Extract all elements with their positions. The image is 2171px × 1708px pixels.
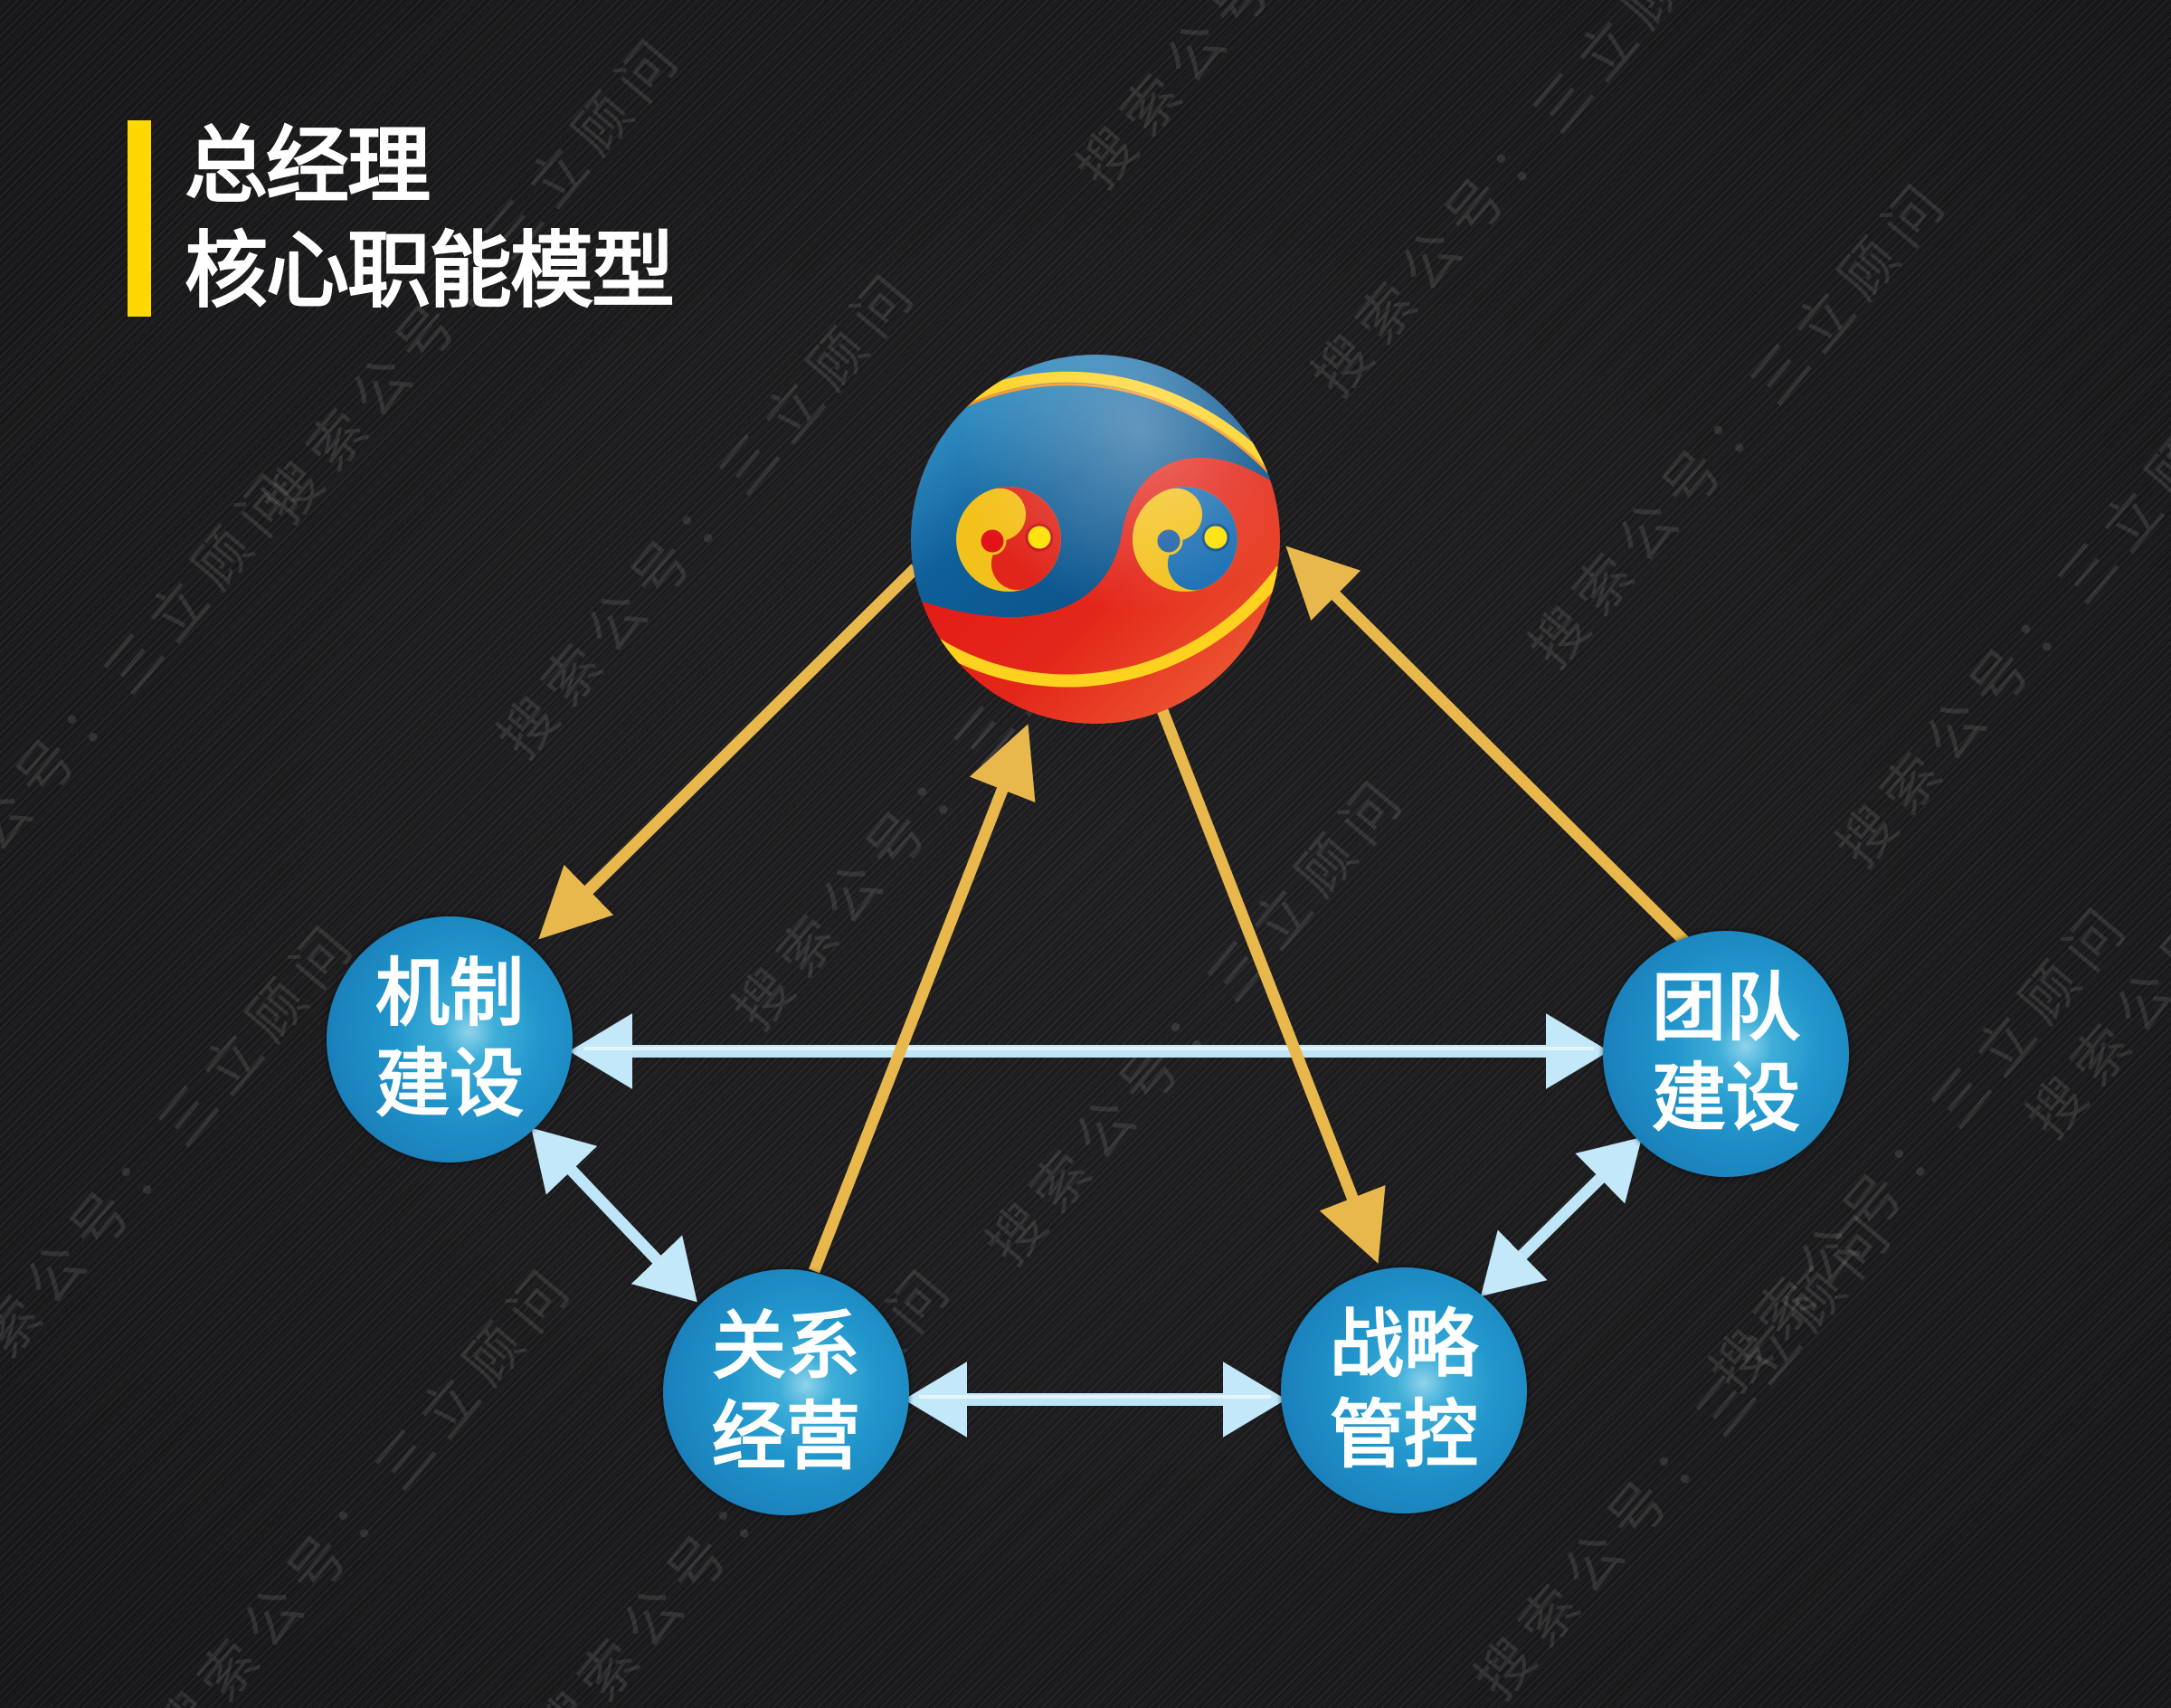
node-label-line-1: 关系 — [711, 1304, 860, 1390]
arrow-relationship-to-center — [808, 724, 1036, 1274]
title-accent-bar — [128, 120, 151, 317]
gold-arrows — [538, 546, 1689, 1274]
node-label-line-2: 建设 — [374, 1041, 524, 1127]
node-label-line-1: 机制 — [374, 951, 524, 1037]
arrow-strategy-team — [1480, 1137, 1643, 1296]
blue-arrows — [531, 1013, 1643, 1438]
node-label-line-2: 管控 — [1329, 1392, 1478, 1478]
page-title: 总经理 核心职能模型 — [185, 114, 675, 324]
node-team-building[interactable]: 团队 建设 — [1603, 931, 1849, 1177]
core-general-manager[interactable] — [909, 353, 1282, 726]
node-strategic-control[interactable]: 战略 管控 — [1281, 1267, 1527, 1513]
node-mechanism-building[interactable]: 机制 建设 — [327, 916, 573, 1162]
title-line-1: 总经理 — [185, 118, 431, 214]
arrow-mechanism-relationship — [531, 1127, 697, 1303]
node-label-line-1: 战略 — [1329, 1302, 1478, 1388]
title-line-2: 核心职能模型 — [185, 223, 675, 319]
yin-yang-sphere-icon — [911, 355, 1280, 724]
node-relationship-management[interactable]: 关系 经营 — [663, 1269, 909, 1515]
node-label-line-2: 经营 — [711, 1394, 860, 1480]
node-label-line-1: 团队 — [1651, 965, 1800, 1051]
node-label-line-2: 建设 — [1651, 1056, 1800, 1142]
arrow-center-to-mechanism — [538, 564, 920, 940]
arrow-center-to-strategy — [1154, 703, 1386, 1264]
arrow-team-to-center — [1285, 546, 1689, 945]
